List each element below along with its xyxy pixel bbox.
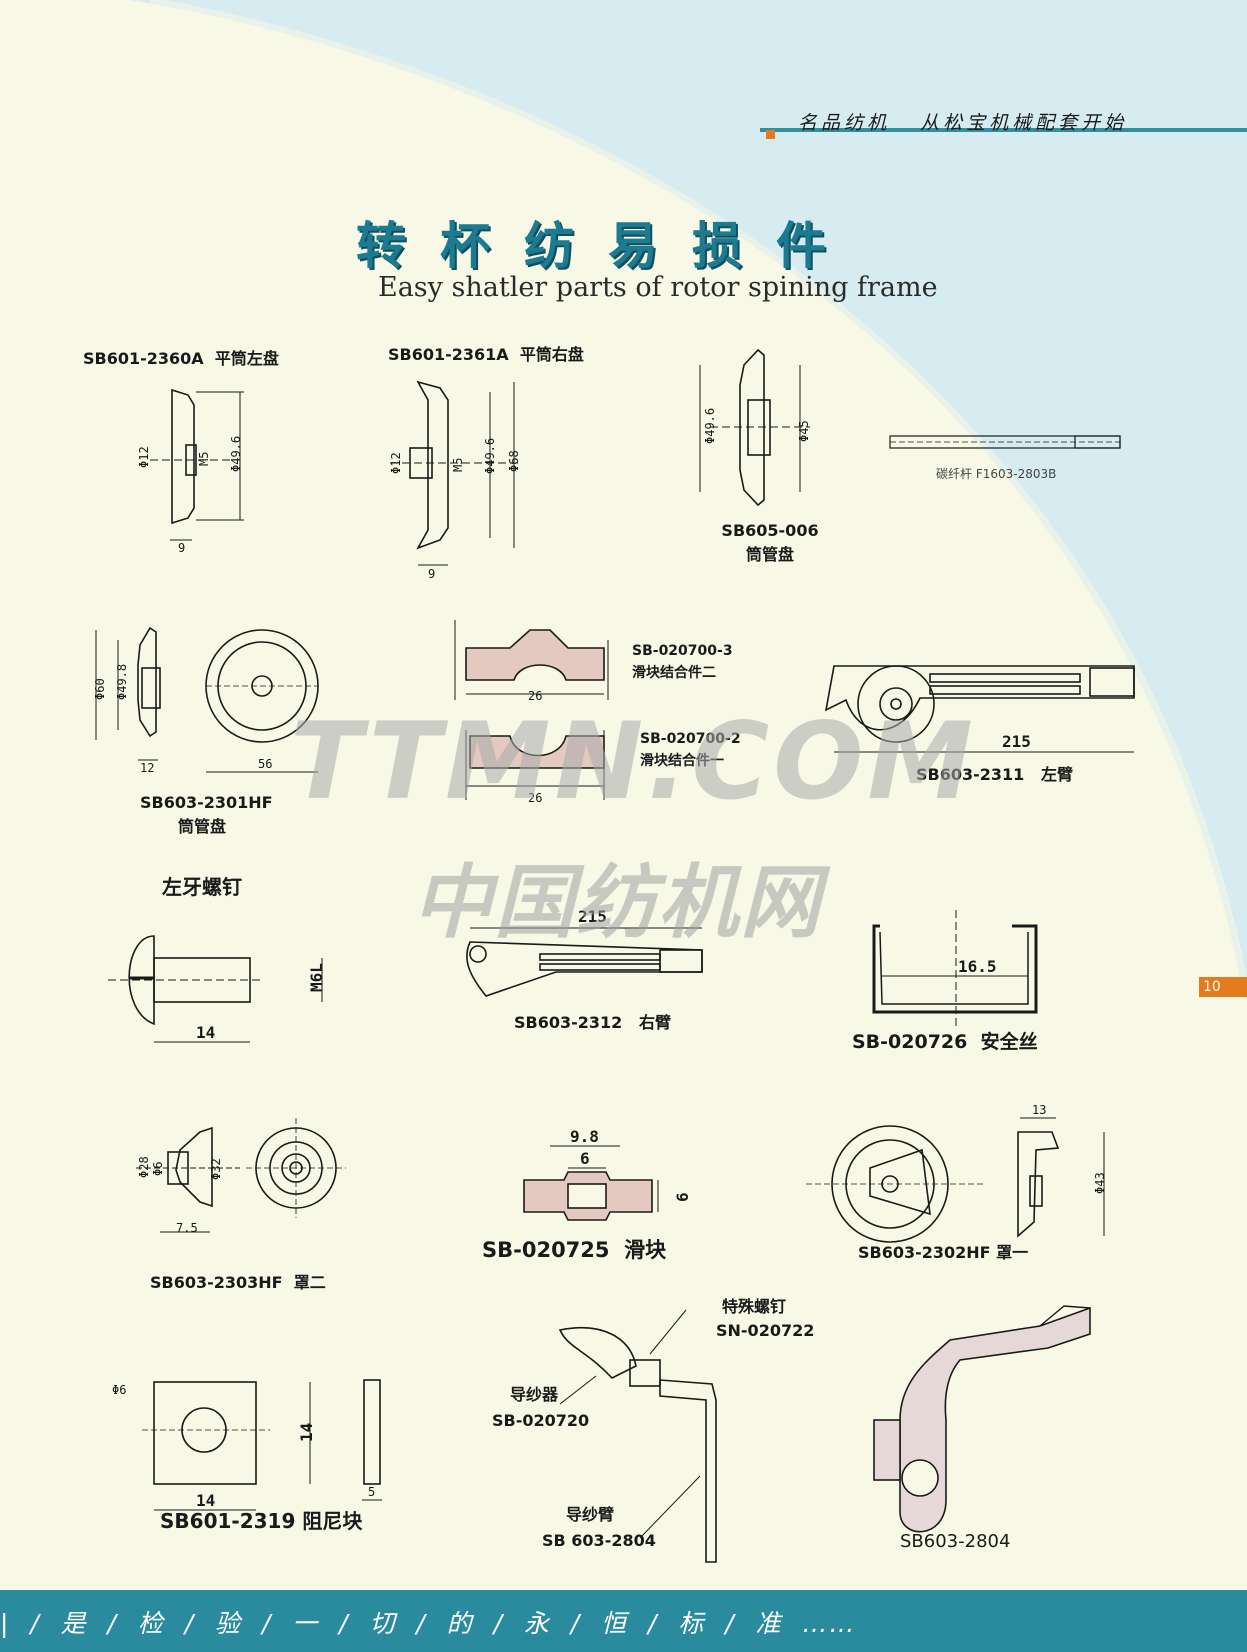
label-yarn-guide-code: SB-020720 [492, 1411, 590, 1430]
page-number-badge: 10 [1199, 977, 1247, 997]
dim-14-b: 14 [297, 1423, 316, 1442]
label-sb603-2311: SB603-2311 左臂 [916, 765, 1074, 784]
dim-14-a: 14 [196, 1023, 215, 1042]
header-marker [766, 130, 775, 139]
dim-phi12-b: Φ12 [389, 452, 403, 474]
label-sb-020700-3-name: 滑块结合件二 [632, 665, 716, 681]
label-sb601-2361a: SB601-2361A 平筒右盘 [388, 345, 584, 364]
label-special-screw-name: 特殊螺钉 [722, 1297, 787, 1316]
drawing-sb603-2301hf [95, 626, 319, 773]
dim-26-b: 26 [528, 791, 542, 805]
drawing-sb605-006 [699, 348, 810, 507]
label-carbon-rod: 碳纤杆 F1603-2803B [936, 467, 1057, 481]
label-sb601-2319: SB601-2319 阻尼块 [160, 1509, 363, 1533]
label-sb601-2360a: SB601-2360A 平筒左盘 [83, 349, 279, 368]
dim-phi6-b: Φ6 [112, 1383, 126, 1397]
dim-phi12: Φ12 [137, 446, 151, 468]
label-sb603-2312: SB603-2312 右臂 [514, 1013, 672, 1032]
dim-phi68: Φ68 [507, 450, 521, 472]
label-yarn-guide-name: 导纱器 [510, 1385, 559, 1404]
label-sb603-2303hf: SB603-2303HF 罩二 [150, 1273, 326, 1292]
label-yarn-arm-code: SB 603-2804 [542, 1531, 656, 1550]
dim-215-a: 215 [1002, 732, 1031, 751]
drawing-sb601-2360a [150, 388, 244, 541]
header-rule [760, 128, 1247, 132]
dim-phi49-6-b: Φ49.6 [483, 438, 497, 474]
dim-phi49-6-a: Φ49.6 [229, 436, 243, 472]
drawing-sb-020700-3 [454, 620, 609, 700]
drawing-sb601-2319 [142, 1379, 382, 1511]
label-sb605-006-name: 筒管盘 [745, 545, 794, 564]
dim-phi49-6-c: Φ49.6 [703, 408, 717, 444]
label-special-screw-code: SN-020722 [716, 1321, 815, 1340]
drawing-left-screw [108, 935, 323, 1043]
dim-phi28: Φ28 [137, 1156, 151, 1178]
dim-215-b: 215 [578, 907, 607, 926]
label-sb-020726: SB-020726 安全丝 [852, 1031, 1038, 1053]
dim-6-a: 6 [580, 1149, 590, 1168]
label-sb-020700-2-code: SB-020700-2 [640, 731, 741, 747]
dim-phi32: Φ32 [209, 1158, 223, 1180]
dim-phi43: Φ43 [1093, 1172, 1107, 1194]
dim-phi60: Φ60 [93, 678, 107, 700]
drawing-sb603-2312 [466, 927, 703, 997]
label-sb-020725: SB-020725 滑块 [482, 1238, 667, 1262]
drawing-sb603-2303hf [136, 1118, 346, 1233]
dim-12: 12 [140, 761, 154, 775]
dim-7-5: 7.5 [176, 1221, 198, 1235]
dim-9-b: 9 [428, 567, 435, 581]
dim-phi6: Φ6 [151, 1162, 165, 1176]
footer-slogan: | / 是 / 检 / 验 / 一 / 切 / 的 / 永 / 恒 / 标 / … [0, 1609, 857, 1638]
label-sb603-2301hf-code: SB603-2301HF [140, 793, 273, 812]
label-sb603-2301hf-name: 筒管盘 [177, 817, 226, 836]
drawing-sb-020725 [523, 1145, 659, 1221]
dim-9-a: 9 [178, 541, 185, 555]
label-sb-020700-3-code: SB-020700-3 [632, 643, 733, 659]
drawing-sb-020726 [872, 910, 1038, 1030]
drawing-sb601-2361a [390, 380, 520, 566]
label-left-screw: 左牙螺钉 [162, 875, 242, 899]
label-sb605-006-code: SB605-006 [721, 521, 819, 540]
dim-56: 56 [258, 757, 272, 771]
drawing-yarn-guide-assembly [558, 1309, 717, 1563]
drawing-sb603-2311 [824, 665, 1135, 753]
dim-5: 5 [368, 1485, 375, 1499]
drawing-sb603-2302hf [806, 1117, 1105, 1243]
label-sb603-2804: SB603-2804 [900, 1531, 1011, 1552]
dim-m5-b: M5 [451, 458, 465, 472]
drawing-sb-020700-2 [465, 730, 605, 800]
dim-16-5: 16.5 [958, 957, 997, 976]
header-slogan: 名品纺机 从松宝机械配套开始 [798, 112, 1128, 134]
drawing-sb603-2804 [873, 1305, 1091, 1533]
page-subtitle: Easy shatler parts of rotor spining fram… [378, 272, 938, 303]
footer-band [0, 1590, 1247, 1652]
dim-13: 13 [1032, 1103, 1046, 1117]
dim-6-b: 6 [673, 1192, 692, 1202]
page-title: 转杯纺易损件 [356, 217, 860, 275]
watermark-cn: 中国纺机网 [412, 856, 822, 949]
dim-m5: M5 [197, 452, 211, 466]
dim-9-8: 9.8 [570, 1127, 599, 1146]
dim-phi49-8: Φ49.8 [115, 664, 129, 700]
watermark-ttmn: TTMN.COM [290, 700, 977, 823]
label-sb603-2302hf: SB603-2302HF 罩一 [858, 1243, 1029, 1262]
dim-26-a: 26 [528, 689, 542, 703]
label-sb-020700-2-name: 滑块结合件一 [640, 753, 724, 769]
dim-phi45: Φ45 [797, 420, 811, 442]
dim-m6l: M6L [307, 963, 326, 992]
drawing-carbon-rod [889, 435, 1121, 449]
label-yarn-arm-name: 导纱臂 [566, 1505, 615, 1524]
dim-14-c: 14 [196, 1491, 215, 1510]
